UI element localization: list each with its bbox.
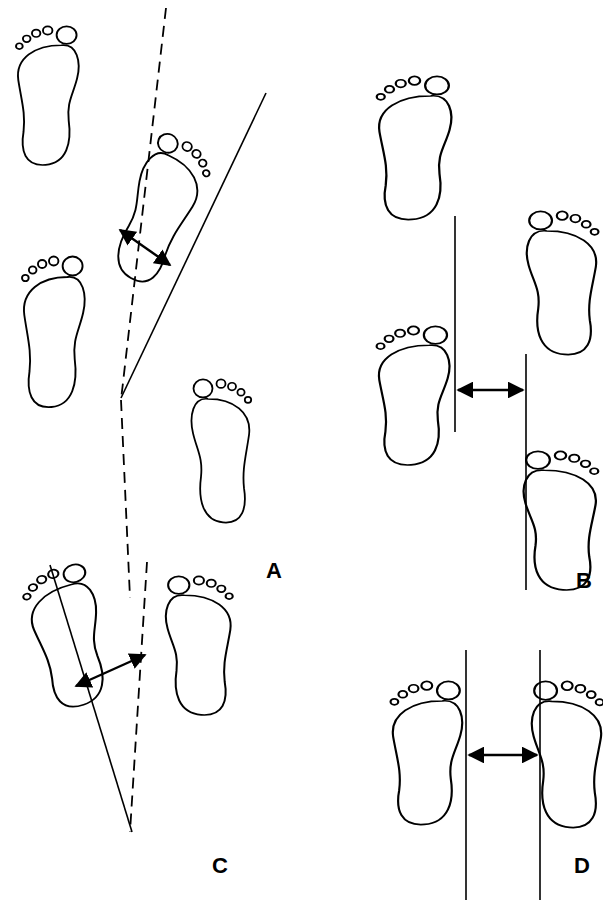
distance-arrow <box>76 655 145 686</box>
panel-letter: A <box>266 560 282 582</box>
right-footprint <box>527 211 599 354</box>
step-line <box>454 216 456 432</box>
right-footprint <box>166 576 233 715</box>
foot-border-line <box>539 650 541 900</box>
left-footprint <box>391 681 463 824</box>
left-footprint <box>19 562 119 713</box>
distance-arrow <box>458 389 523 391</box>
line-of-progression <box>121 400 130 598</box>
panel-letter: D <box>574 855 590 877</box>
panel-letter: C <box>212 855 228 877</box>
foot-axis-line <box>121 93 266 398</box>
left-footprint <box>22 257 85 408</box>
right-footprint <box>532 681 603 827</box>
foot-axis-line <box>50 565 132 832</box>
panel-letter: B <box>576 570 592 592</box>
distance-arrow <box>469 754 537 756</box>
left-footprint <box>16 26 79 165</box>
left-footprint <box>377 76 452 219</box>
line-of-progression <box>121 8 166 400</box>
left-footprint <box>377 326 450 465</box>
distance-arrow <box>120 230 170 265</box>
right-footprint <box>101 130 218 290</box>
right-footprint <box>192 379 252 522</box>
line-of-progression <box>130 562 147 832</box>
step-line <box>525 354 527 590</box>
foot-border-line <box>465 650 467 900</box>
